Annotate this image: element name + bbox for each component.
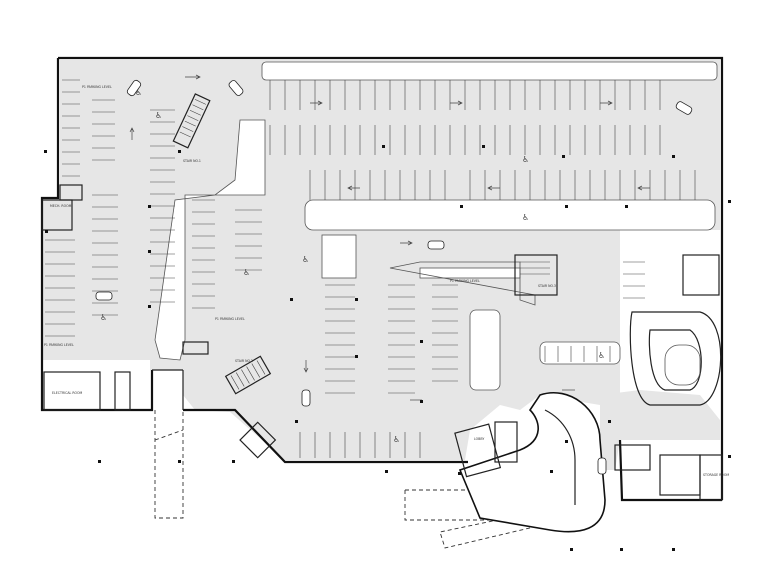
entry-ramps (154, 392, 606, 549)
zone-label: P1 PARKING LEVEL (450, 279, 480, 283)
columns (44, 145, 731, 551)
stalls (45, 79, 696, 458)
exterior-walls (40, 56, 724, 502)
zone-label: P1 PARKING LEVEL (44, 343, 74, 347)
zone-labels: P1 PARKING LEVEL P1 PARKING LEVEL P1 PAR… (44, 85, 480, 347)
cars (95, 79, 693, 475)
room-label: STAIR NO.1 (183, 159, 201, 163)
islands (154, 61, 718, 391)
room-label: STORAGE ROOM (703, 473, 729, 477)
accessible-icon: ♿ (302, 255, 309, 264)
accessible-icon: ♿ (522, 213, 529, 222)
room-label: MECH. ROOM (50, 204, 72, 208)
accessible-icon: ♿ (135, 88, 142, 97)
accessible-icon: ♿ (100, 313, 107, 322)
car-icon (228, 80, 244, 96)
accessible-icon: ♿ (243, 268, 250, 277)
traffic-arrows (129, 74, 650, 401)
helical-ramp (629, 311, 722, 406)
room-label: STAIR NO.3 (538, 284, 556, 288)
car-icon (675, 101, 693, 115)
car-icon (126, 79, 142, 97)
accessible-icon: ♿ (155, 111, 162, 120)
accessible-icon: ♿ (393, 435, 400, 444)
room-label: ELECTRICAL ROOM (52, 391, 83, 395)
car-icon (95, 291, 113, 301)
car-icon (597, 457, 607, 475)
stair-cores: STAIR NO.1 STAIR NO.2 STAIR NO.3 LOBBY M… (41, 93, 729, 501)
accessible-icon: ♿ (522, 155, 529, 164)
accessible-icon: ♿ (598, 351, 605, 360)
room-label: STAIR NO.2 (235, 359, 253, 363)
zone-label: P1 PARKING LEVEL (82, 85, 112, 89)
car-icon (427, 240, 445, 250)
room-label: LOBBY (474, 437, 484, 441)
accessible-stalls: ♿ ♿ ♿ ♿ ♿ ♿ ♿ ♿ ♿ (100, 88, 605, 444)
car-icon (301, 389, 311, 407)
floor-area (42, 60, 720, 470)
zone-label: P1 PARKING LEVEL (215, 317, 245, 321)
